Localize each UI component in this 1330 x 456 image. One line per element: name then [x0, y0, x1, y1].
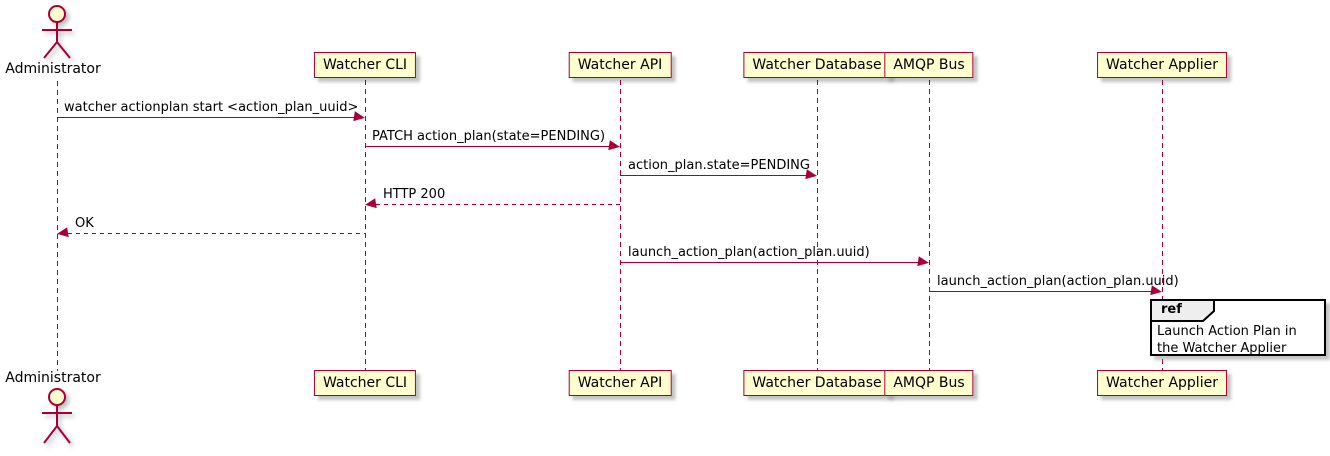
- message-label: OK: [75, 216, 94, 231]
- message-line: [620, 175, 806, 176]
- participant-box-watcher-cli-bottom: Watcher CLI: [313, 370, 417, 396]
- participant-box-watcher-api-top: Watcher API: [568, 52, 672, 78]
- lifeline-administrator: [57, 81, 58, 371]
- message-label: HTTP 200: [383, 187, 446, 202]
- participant-box-watcher-cli-top: Watcher CLI: [313, 52, 417, 78]
- message-label: watcher actionplan start <action_plan_uu…: [64, 100, 359, 115]
- lifeline-amqp-bus: [929, 80, 930, 371]
- message-label: PATCH action_plan(state=PENDING): [372, 129, 606, 144]
- message-label: launch_action_plan(action_plan.uuid): [628, 245, 870, 260]
- message-line: [365, 146, 609, 147]
- message-line: [57, 117, 354, 118]
- ref-text: Launch Action Plan in the Watcher Applie…: [1157, 324, 1297, 356]
- participant-box-watcher-database-top: Watcher Database: [743, 52, 891, 78]
- ref-fragment: ref Launch Action Plan in the Watcher Ap…: [1150, 299, 1326, 356]
- arrowhead-icon: [364, 198, 377, 210]
- arrowhead-icon: [805, 169, 818, 181]
- arrowhead-icon: [1150, 285, 1163, 297]
- participant-box-watcher-applier-bottom: Watcher Applier: [1097, 370, 1227, 396]
- message-line: [376, 204, 620, 205]
- participant-box-watcher-api-bottom: Watcher API: [568, 370, 672, 396]
- lifeline-watcher-api: [620, 80, 621, 371]
- actor-label-top: Administrator: [5, 61, 101, 77]
- ref-keyword: ref: [1161, 302, 1182, 317]
- arrowhead-icon: [917, 256, 930, 268]
- ref-header-pentagon: [1150, 299, 1215, 322]
- actor-figure-icon: [42, 5, 72, 59]
- lifeline-watcher-applier: [1162, 80, 1163, 371]
- message-line: [620, 262, 918, 263]
- arrowhead-icon: [56, 227, 69, 239]
- lifeline-watcher-cli: [365, 80, 366, 371]
- arrowhead-icon: [353, 111, 366, 123]
- message-line: [68, 233, 365, 234]
- actor-figure-icon: [42, 388, 72, 444]
- arrowhead-icon: [608, 140, 621, 152]
- lifeline-watcher-database: [817, 80, 818, 371]
- participant-box-watcher-applier-top: Watcher Applier: [1097, 52, 1227, 78]
- participant-box-amqp-bus-top: AMQP Bus: [884, 52, 974, 78]
- actor-label-bottom: Administrator: [5, 370, 101, 386]
- message-label: action_plan.state=PENDING: [628, 158, 810, 173]
- participant-box-amqp-bus-bottom: AMQP Bus: [884, 370, 974, 396]
- participant-box-watcher-database-bottom: Watcher Database: [743, 370, 891, 396]
- message-line: [929, 291, 1151, 292]
- message-label: launch_action_plan(action_plan.uuid): [937, 274, 1179, 289]
